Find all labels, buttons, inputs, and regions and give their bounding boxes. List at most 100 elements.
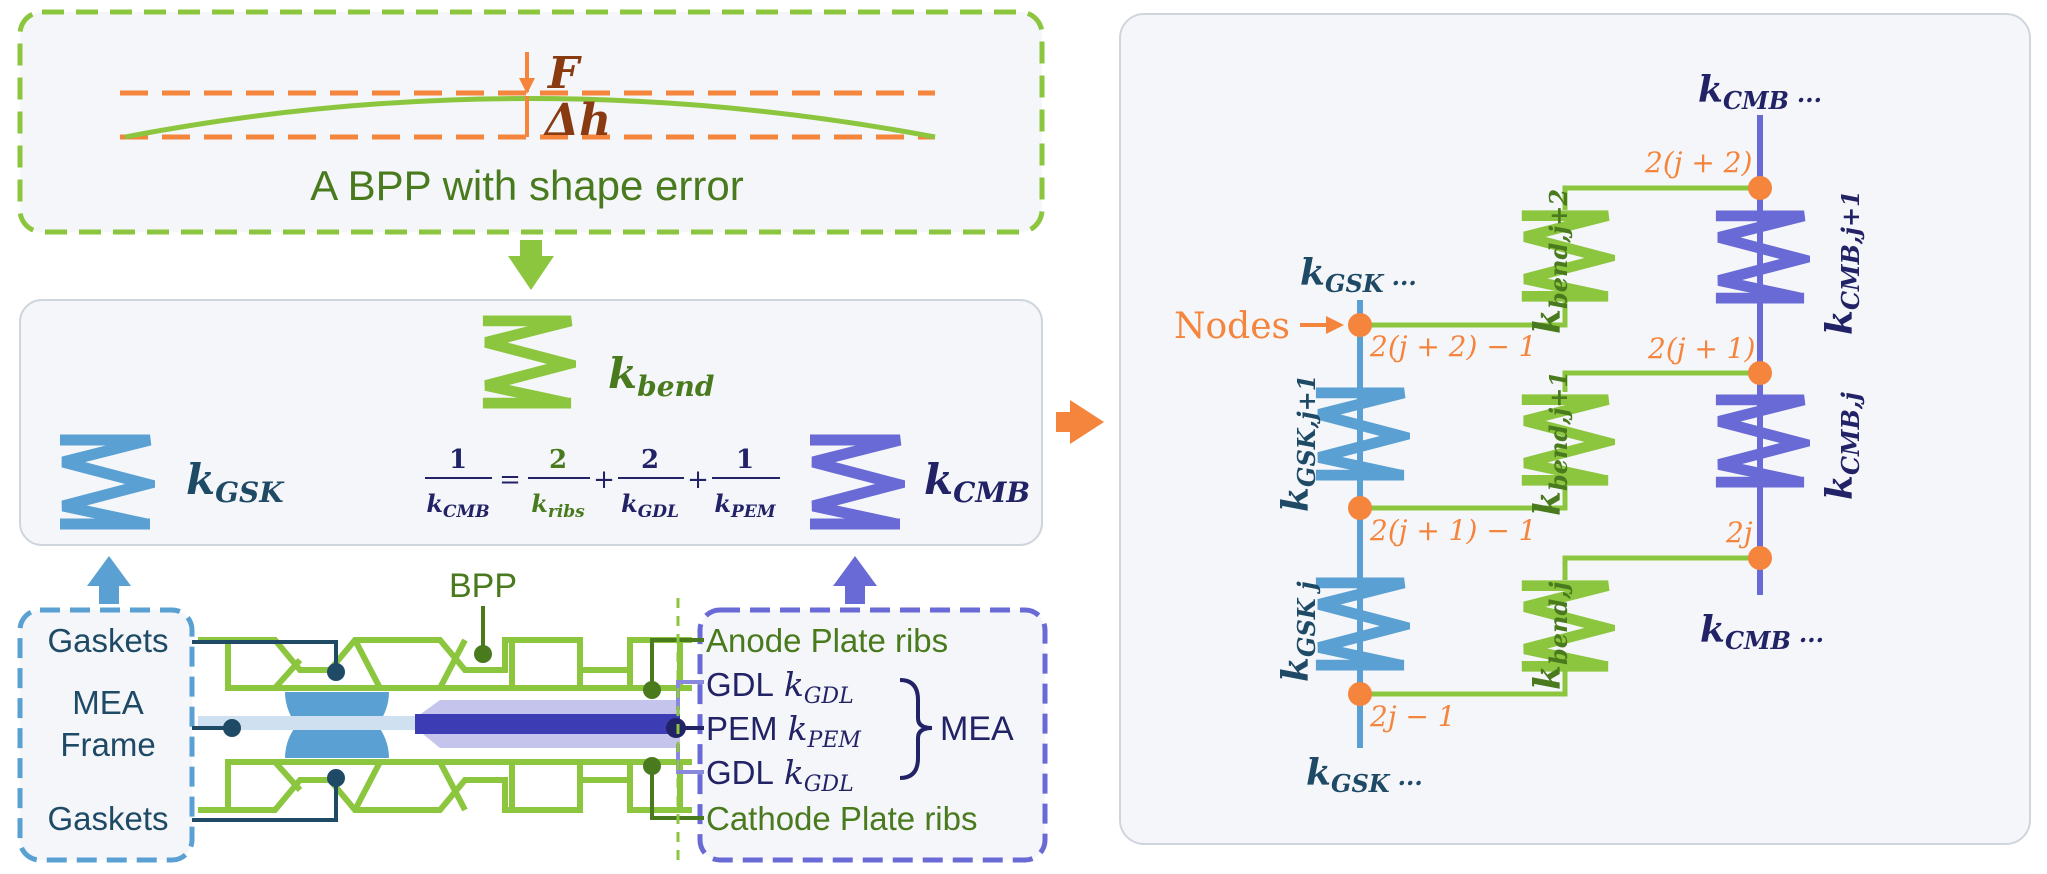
formula-plus-2: + [687, 465, 709, 495]
formula-equals: = [499, 465, 521, 495]
bend-j-lower-link [1360, 666, 1568, 697]
k-gsk-bottom-subscript: GSK [1331, 769, 1391, 798]
nodes-label: Nodes [1174, 306, 1290, 347]
k-cmb-subscript: CMB [953, 476, 1030, 509]
anode-plate-left-rib [225, 640, 303, 691]
gasket-bottom-leader [192, 778, 338, 822]
formula-lhs-numerator: 1 [449, 445, 467, 475]
pem-name: PEM [706, 710, 778, 747]
formula-gdl-subscript: GDL [638, 502, 679, 522]
k-gsk-top-ellipsis: ... [1392, 262, 1417, 291]
formula-ribs-numerator: 2 [549, 445, 567, 475]
k-cmb-bottom-ellipsis: ... [1799, 619, 1824, 648]
node-2j-plus-2 [1748, 361, 1772, 385]
pem-dot [666, 718, 686, 738]
cathode-channel-2 [352, 759, 468, 812]
formula-ribs-subscript: ribs [548, 502, 585, 522]
node-label-2j-minus-1: 2j − 1 [1369, 700, 1456, 733]
force-label: F [546, 48, 582, 99]
gdl-bottom-subscript: GDL [804, 772, 854, 797]
arrow-shaft [520, 240, 542, 256]
gdl-top-name: GDL [706, 666, 774, 703]
arrow-shaft [1056, 412, 1072, 432]
delta-h-label: Δh [543, 95, 611, 146]
bend-j-upper-link [1562, 555, 1760, 580]
anode-leader [650, 638, 704, 690]
node-2j-minus-1 [1348, 682, 1372, 706]
spring-network-panel: 2(j + 2) 2(j + 2) − 1 2(j + 1) 2(j + 1) … [1119, 13, 2031, 845]
cathode-leader [650, 766, 704, 820]
anode-dot [643, 681, 661, 699]
cross-section: BPP Gaskets MEA Frame Gaskets Anode Plat… [17, 567, 1048, 863]
gasket-label-box [17, 607, 195, 863]
node-2j-plus-1 [1348, 496, 1372, 520]
k-gsk-bottom-label: kGSK... [1306, 752, 1423, 798]
k-gsk-j1-subscript: GSK,j+1 [1292, 375, 1321, 488]
cathode-dot [643, 757, 661, 775]
formula-pem-subscript: PEM [730, 502, 777, 522]
gdl-bottom-name: GDL [706, 754, 774, 791]
node-label-2j-plus-3: 2(j + 2) − 1 [1369, 330, 1537, 363]
bend-j1-upper-link [1562, 370, 1760, 392]
bend-j2-upper-link [1562, 185, 1760, 210]
down-triangle-arrow-icon [508, 256, 554, 290]
gasket-bottom-dot [327, 769, 345, 787]
k-cmb-j1-label: kCMB,j+1 [1819, 190, 1865, 335]
down-arrow-to-springs [508, 240, 554, 290]
right-triangle-arrow-icon [1070, 400, 1104, 444]
cathode-plate-left-rib [225, 759, 303, 810]
cathode-ribs-label: Cathode Plate ribs [706, 800, 978, 837]
gdl-top-subscript: GDL [804, 684, 854, 709]
k-bend-j-subscript: bend,j [1544, 581, 1573, 665]
node-label-2j-plus-2: 2(j + 1) [1647, 332, 1755, 365]
k-gsk-j-subscript: GSK j [1292, 581, 1321, 657]
cathode-plate-bottom-edge [198, 777, 692, 813]
k-bend-j2-subscript: bend,j+2 [1544, 189, 1573, 309]
k-gsk-top-subscript: GSK [1325, 269, 1385, 298]
mea-frame-label-line1: MEA [72, 684, 144, 721]
gasket-top-dot [327, 663, 345, 681]
arrow-to-network [1056, 400, 1104, 444]
gdl-top-leader [676, 680, 704, 710]
up-arrow-from-gaskets [87, 556, 131, 604]
mea-frame-strip [198, 716, 418, 730]
nodes-pointer-arrowhead-icon [1326, 316, 1344, 334]
cathode-channel-3 [509, 759, 583, 813]
force-arrowhead-icon [519, 78, 535, 94]
gaskets-bottom-label: Gaskets [47, 800, 168, 837]
anode-channel-2 [352, 638, 468, 691]
up-triangle-arrow-icon [833, 556, 877, 586]
mea-frame-dot [223, 719, 241, 737]
formula-plus-1: + [593, 465, 615, 495]
formula-gdl-numerator: 2 [641, 445, 659, 475]
k-gsk-bottom-ellipsis: ... [1398, 762, 1423, 791]
k-cmb-j-subscript: CMB,j [1836, 392, 1865, 475]
node-label-2j: 2j [1725, 516, 1753, 549]
shape-error-caption: A BPP with shape error [310, 162, 743, 209]
mea-label-box [697, 607, 1048, 863]
node-2j-plus-3 [1348, 313, 1372, 337]
arrow-shaft [845, 586, 865, 604]
bend-j1-lower-link [1360, 476, 1568, 511]
arrow-shaft [99, 586, 119, 604]
k-gsk-subscript: GSK [215, 476, 285, 509]
k-cmb-j-label: kCMB,j [1819, 392, 1865, 500]
k-bend-j1-subscript: bend,j+1 [1544, 371, 1573, 491]
formula-lhs-subscript: CMB [443, 502, 490, 522]
spring-panel: kbend kGSK kCMB 1 kCMB = 2 kribs + 2 kGD… [19, 299, 1043, 546]
k-cmb-j1-subscript: CMB,j+1 [1836, 190, 1865, 310]
spring-panel-frame [19, 299, 1043, 546]
mea-label: MEA [940, 710, 1014, 748]
shape-error-panel: F Δh A BPP with shape error [17, 9, 1045, 235]
anode-ribs-label: Anode Plate ribs [706, 622, 948, 659]
pem-subscript: PEM [807, 728, 862, 753]
node-label-2j-plus-4: 2(j + 2) [1644, 146, 1752, 179]
bpp-dot [474, 645, 492, 663]
up-arrow-from-mea [833, 556, 877, 604]
up-triangle-arrow-icon [87, 556, 131, 586]
bend-j2-lower-link [1360, 292, 1568, 328]
